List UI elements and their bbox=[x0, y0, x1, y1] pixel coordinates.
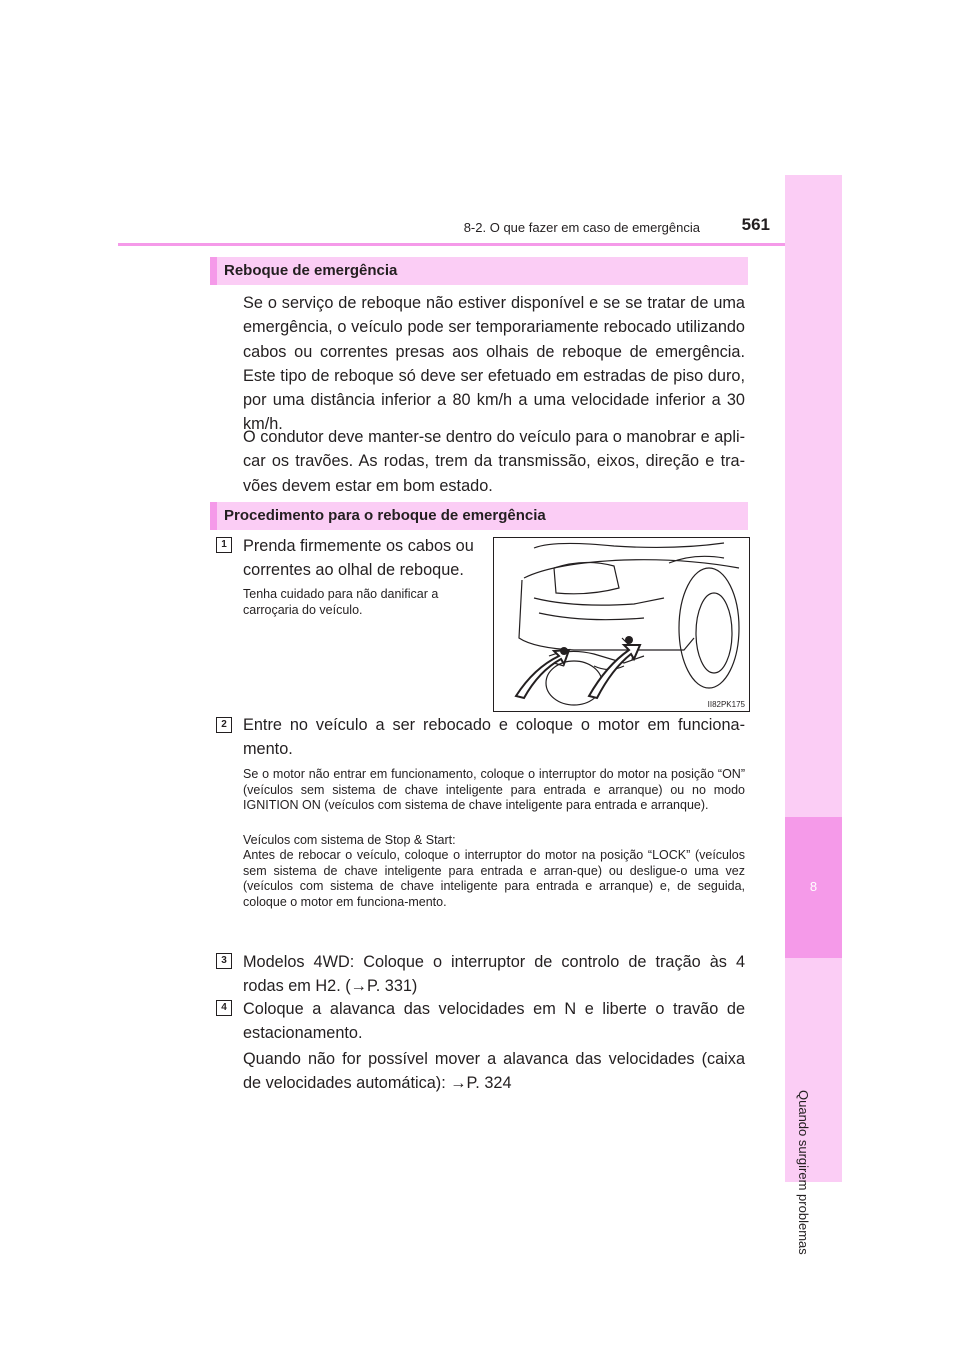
side-tab bbox=[785, 175, 842, 1182]
chapter-title: Quando surgirem problemas bbox=[796, 1090, 811, 1255]
chapter-tab-highlight bbox=[785, 817, 842, 958]
section-accent bbox=[210, 502, 217, 530]
step-note: Antes de rebocar o veículo, coloque o in… bbox=[243, 848, 745, 909]
section-header-emergency-towing: Reboque de emergência bbox=[210, 257, 748, 285]
section-header-procedure: Procedimento para o reboque de emergênci… bbox=[210, 502, 748, 530]
step-text: Prenda firmemente os cabos ou correntes … bbox=[243, 537, 474, 580]
paragraph-towing-intro: Se o serviço de reboque não estiver disp… bbox=[243, 294, 745, 434]
header-title: 8-2. O que fazer em caso de emergência bbox=[463, 220, 700, 235]
header-rule bbox=[118, 243, 785, 246]
section-accent bbox=[210, 257, 217, 285]
towing-eyelet-illustration: II82PK175 bbox=[493, 537, 750, 712]
step-number: 2 bbox=[216, 717, 232, 733]
step-note-heading: Veículos com sistema de Stop & Start: bbox=[243, 833, 456, 847]
step-note: Tenha cuidado para não danificar a carro… bbox=[243, 587, 439, 617]
step-note: Se o motor não entrar em funcionamento, … bbox=[243, 767, 745, 812]
vehicle-rear-drawing bbox=[514, 542, 740, 706]
step-text: Coloque a alavanca das velocidades em N … bbox=[243, 1000, 745, 1043]
step-number: 3 bbox=[216, 953, 232, 969]
figure-code: II82PK175 bbox=[707, 700, 745, 709]
step-number: 1 bbox=[216, 537, 232, 553]
chapter-number: 8 bbox=[809, 879, 818, 894]
step-number: 4 bbox=[216, 1000, 232, 1016]
step-text: Quando não for possível mover a alavanca… bbox=[243, 1050, 745, 1093]
paragraph-driver: O condutor deve manter-se dentro do veíc… bbox=[243, 428, 745, 495]
page-number: 561 bbox=[741, 215, 770, 234]
step-text: Entre no veículo a ser rebocado e coloqu… bbox=[243, 716, 745, 759]
section-title: Procedimento para o reboque de emergênci… bbox=[224, 507, 546, 524]
step-text: Modelos 4WD: Coloque o interruptor de co… bbox=[243, 953, 745, 996]
section-title: Reboque de emergência bbox=[224, 262, 398, 279]
